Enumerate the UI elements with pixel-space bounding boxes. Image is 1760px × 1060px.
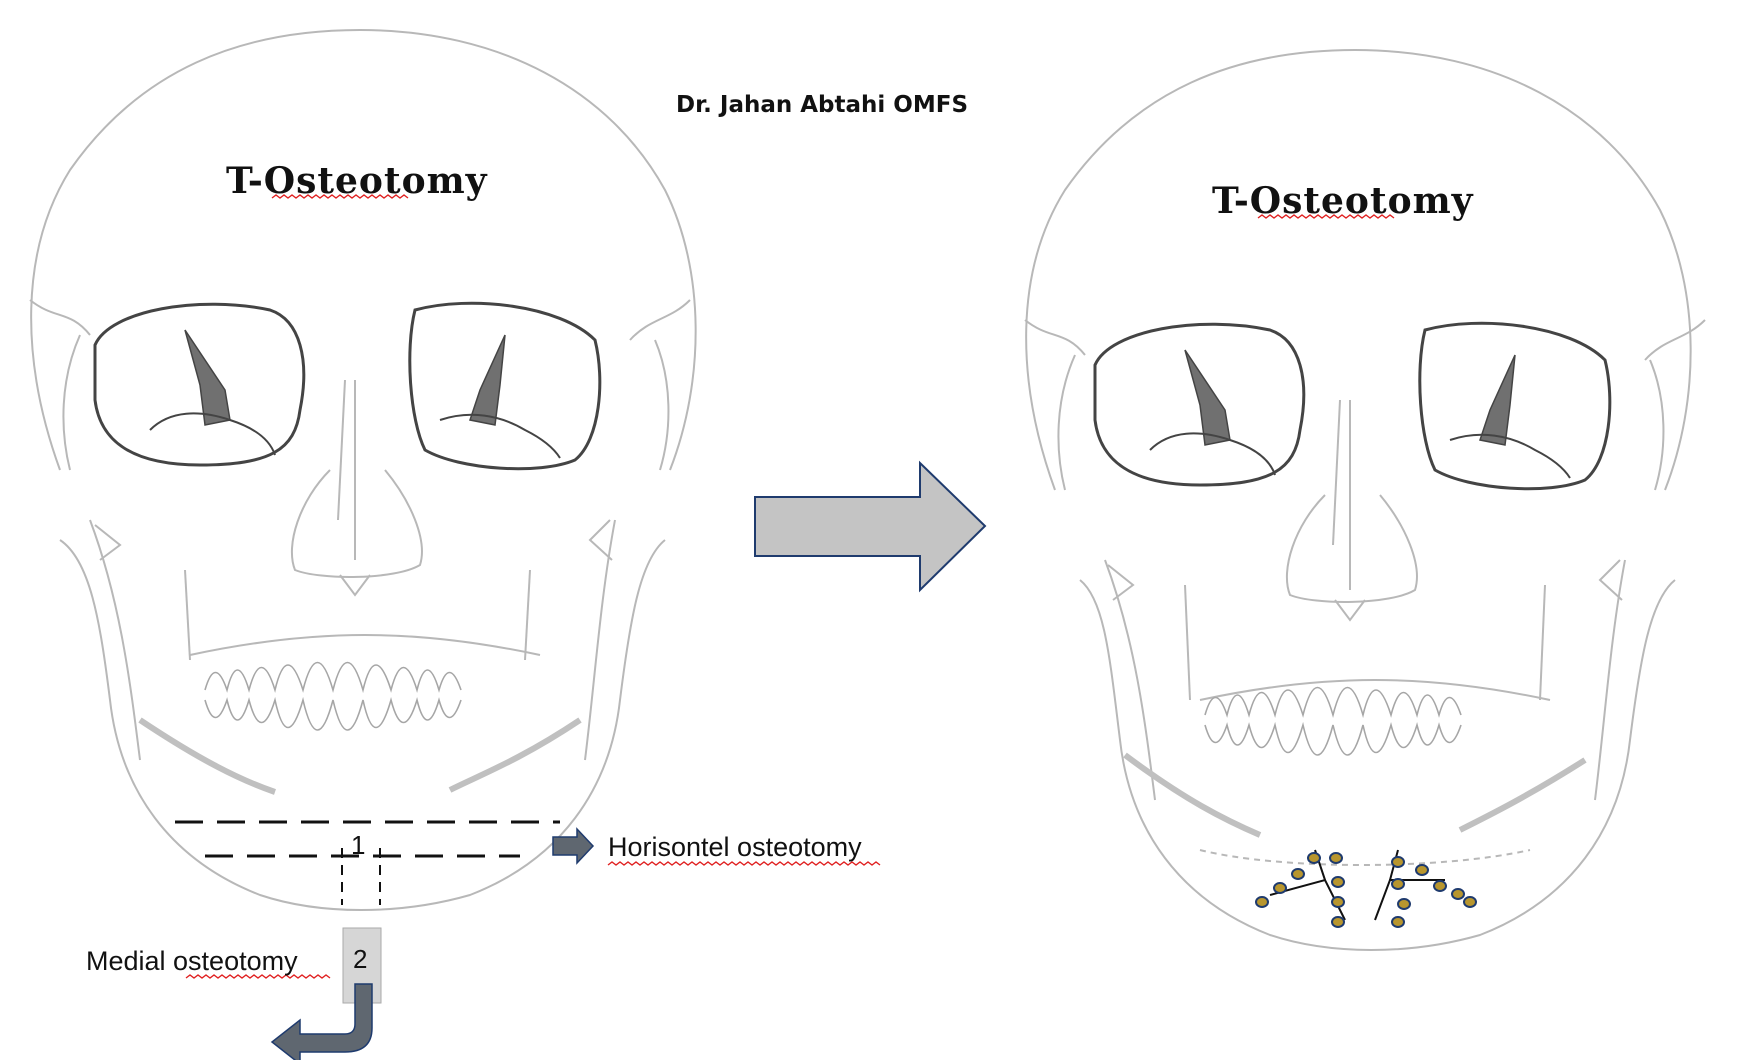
horizontal-osteotomy-lines [175, 820, 560, 858]
step-1-number: 1 [351, 830, 366, 860]
skull-before-icon [29, 28, 697, 911]
orbit-right-before [408, 301, 602, 471]
step-2-number: 2 [353, 944, 368, 974]
bend-arrow-icon [270, 983, 373, 1060]
medial-osteotomy-lines [341, 848, 381, 905]
panel-title-after: T-Osteotomy [1212, 180, 1474, 222]
teeth-after [1204, 686, 1462, 756]
teeth-upper-before [204, 661, 462, 731]
skull-after-icon [1024, 48, 1706, 951]
mandible-ridge-after [1123, 752, 1587, 838]
orbit-left-after [1093, 322, 1306, 487]
mandible-ridge-before [138, 717, 582, 795]
orbit-right-after [1418, 321, 1612, 491]
horizontal-osteotomy-label: Horisontel osteotomy [608, 832, 862, 862]
author-credit: Dr. Jahan Abtahi OMFS [676, 92, 969, 118]
transition-arrow-icon [754, 460, 987, 593]
orbit-left-before [93, 302, 306, 467]
spellcheck-underlines [185, 194, 1395, 979]
fixation-plate-icon [1255, 849, 1477, 928]
medial-osteotomy-label: Medial osteotomy [86, 946, 298, 976]
direction-arrow-icon [552, 827, 595, 865]
panel-title-before: T-Osteotomy [226, 160, 488, 202]
